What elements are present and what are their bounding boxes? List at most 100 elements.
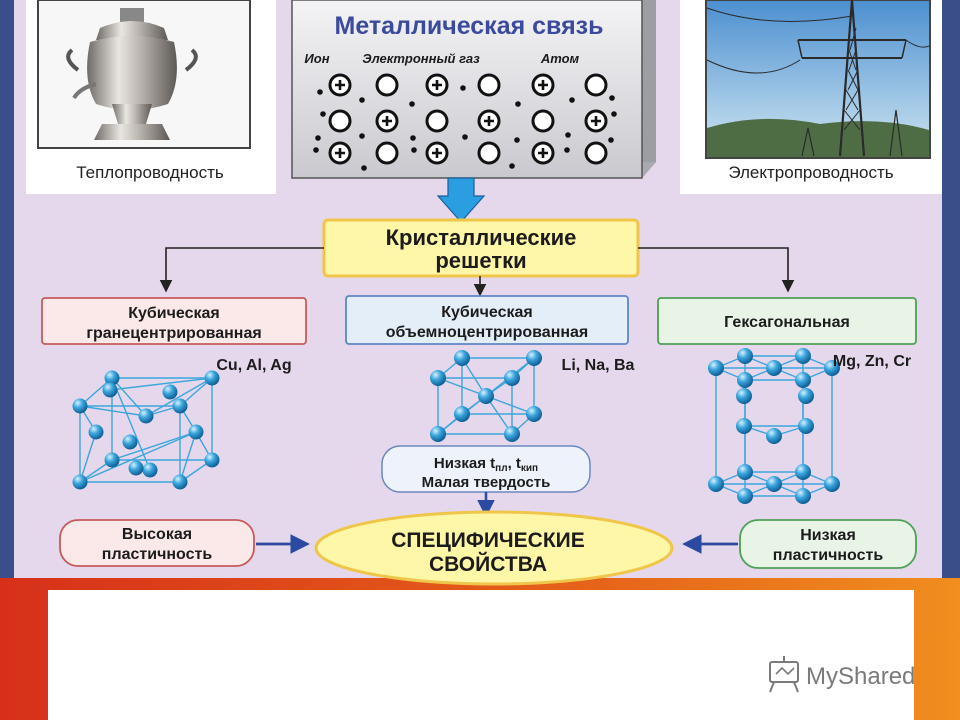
- lattice-atom: [824, 360, 840, 376]
- lattice-atom: [138, 408, 154, 424]
- electron-dot: [315, 135, 321, 141]
- specific-properties-ellipse: [314, 510, 674, 586]
- hcp-name-line1: Гексагональная: [724, 314, 850, 331]
- electro-caption: Электропроводность: [728, 163, 893, 182]
- atom-symbol: [375, 73, 399, 97]
- lattice-bond: [111, 377, 147, 417]
- lattice-atom: [88, 424, 104, 440]
- lattice-atom: [737, 348, 753, 364]
- lattice-atom: [708, 476, 724, 492]
- lattice-atom: [504, 426, 520, 442]
- fcc-name-line2: гранецентрированная: [86, 325, 261, 342]
- atom-symbol: [531, 109, 555, 133]
- power-line-image: [706, 0, 930, 157]
- lattice-atom: [104, 452, 120, 468]
- plus-sign: [432, 80, 442, 90]
- plus-sign: [335, 148, 345, 158]
- lattice-atom: [72, 398, 88, 414]
- lattice-atom: [204, 370, 220, 386]
- lattice-atom: [172, 474, 188, 490]
- plus-sign: [382, 116, 392, 126]
- lattice-bond: [485, 395, 535, 415]
- high-plasticity-line1: Высокая: [122, 526, 192, 543]
- plus-sign: [432, 148, 442, 158]
- electron-dot: [569, 97, 575, 103]
- metal-bond-title: Металлическая связь: [335, 12, 604, 40]
- hcp-metals: Mg, Zn, Cr: [833, 353, 911, 370]
- low-plasticity-line1: Низкая: [800, 527, 856, 544]
- electro-photo-card: [680, 0, 942, 194]
- electron-dot: [409, 101, 415, 107]
- lattice-bond: [109, 377, 213, 391]
- fcc-name-line1: Кубическая: [128, 305, 220, 322]
- lattice-atom: [737, 464, 753, 480]
- lattice-bond: [437, 377, 487, 397]
- electron-dot: [361, 165, 367, 171]
- electron-dot: [317, 89, 323, 95]
- fcc-box: [41, 297, 307, 345]
- heat-caption: Теплопроводность: [76, 163, 224, 182]
- plus-sign: [538, 80, 548, 90]
- bond-to-crystal-arrow: [436, 177, 486, 223]
- footer-white-card: [48, 590, 914, 720]
- electron-dot: [411, 147, 417, 153]
- plus-sign: [591, 116, 601, 126]
- electron-dot: [609, 95, 615, 101]
- hcp-lattice: [708, 348, 840, 504]
- legend-atom-label: Атом: [540, 51, 580, 66]
- lattice-atom: [795, 488, 811, 504]
- fcc-lattice: [72, 370, 220, 490]
- atom-symbol: [375, 141, 399, 165]
- lattice-atom: [430, 426, 446, 442]
- lattice-atom: [454, 350, 470, 366]
- electron-dot: [359, 133, 365, 139]
- lattice-atom: [142, 462, 158, 478]
- plus-sign: [335, 80, 345, 90]
- high-plasticity-box: [59, 519, 255, 567]
- lattice-atom: [798, 418, 814, 434]
- lattice-atom: [102, 382, 118, 398]
- myshared-logo[interactable]: MyShared: [769, 656, 915, 693]
- electron-dot: [611, 111, 617, 117]
- plus-sign: [484, 116, 494, 126]
- bcc-name-line1: Кубическая: [441, 304, 533, 321]
- electron-dot: [410, 135, 416, 141]
- electron-dot: [608, 137, 614, 143]
- electron-dot: [509, 163, 515, 169]
- lattice-atom: [128, 460, 144, 476]
- lattice-atom: [736, 388, 752, 404]
- heat-photo-card: [26, 0, 276, 194]
- bcc-box: [345, 295, 629, 345]
- atom-symbol: [477, 73, 501, 97]
- electron-dot: [460, 85, 466, 91]
- electron-dot: [359, 97, 365, 103]
- electron-dot: [515, 101, 521, 107]
- atom-symbol: [328, 109, 352, 133]
- atom-symbol: [425, 109, 449, 133]
- lattice-atom: [122, 434, 138, 450]
- lattice-atom: [430, 370, 446, 386]
- lattice-atom: [795, 464, 811, 480]
- electron-dot: [564, 147, 570, 153]
- specific-line2: СВОЙСТВА: [429, 552, 547, 576]
- lattice-atom: [798, 388, 814, 404]
- bcc-properties-line1: Низкая tпл, tкип: [434, 455, 538, 474]
- low-plasticity-line2: пластичность: [773, 547, 884, 564]
- legend-gas-label: Электронный газ: [362, 51, 480, 66]
- lattice-atom: [188, 424, 204, 440]
- lattice-atom: [795, 372, 811, 388]
- myshared-logo-text: MyShared: [806, 663, 915, 690]
- lattice-bond: [79, 431, 97, 483]
- legend-ion-label: Ион: [304, 51, 329, 66]
- hcp-box: [657, 297, 917, 345]
- lattice-atom: [795, 348, 811, 364]
- lattice-atom: [736, 418, 752, 434]
- ion-lattice: [313, 73, 617, 171]
- fcc-metals: Cu, Al, Ag: [216, 357, 291, 374]
- crystal-title-line2: решетки: [435, 248, 526, 273]
- lattice-bond: [79, 431, 197, 483]
- lattice-atom: [766, 476, 782, 492]
- electron-dot: [514, 137, 520, 143]
- samovar-image: [66, 8, 198, 140]
